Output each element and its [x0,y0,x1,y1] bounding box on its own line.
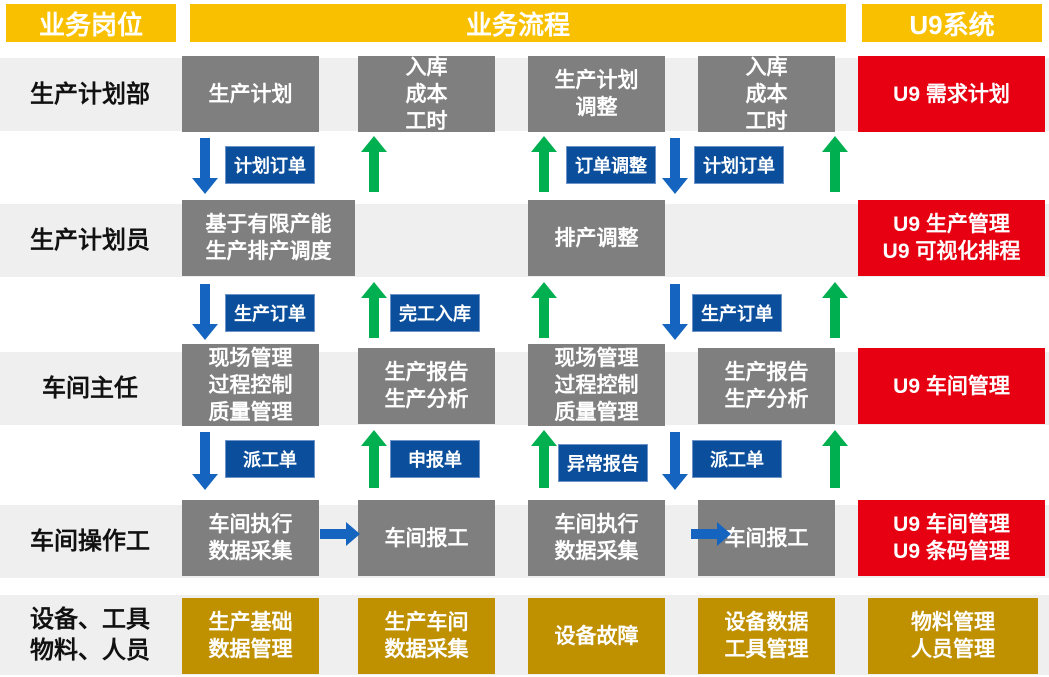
process-box: 生产报告 生产分析 [698,348,835,424]
arrow-down-icon [662,432,688,490]
arrow-up-icon [531,430,557,488]
arrow-up-icon [361,430,387,488]
system-box: U9 车间管理 U9 条码管理 [858,500,1045,576]
arrow-right-icon [320,522,360,546]
arrow-down-icon [662,284,688,340]
process-box: 入库 成本 工时 [698,56,835,133]
process-box: 车间执行 数据采集 [528,500,665,576]
role-resources: 设备、工具 物料、人员 [30,606,150,664]
arrow-down-icon [662,138,688,194]
process-box: 生产计划 [182,56,319,132]
process-box: 基于有限产能 生产排产调度 [182,200,355,276]
process-box: 排产调整 [528,200,665,276]
header-system: U9系统 [862,4,1042,42]
arrow-down-icon [192,138,218,194]
arrow-up-icon [531,282,557,338]
system-box: U9 车间管理 [858,348,1045,424]
header-process: 业务流程 [190,4,846,42]
arrow-up-icon [822,136,848,192]
process-box: 现场管理 过程控制 质量管理 [528,344,665,426]
role-operator: 车间操作工 [30,528,150,555]
role-planner: 生产计划员 [30,227,150,254]
flow-label: 生产订单 [225,294,315,332]
process-box: 入库 成本 工时 [358,56,495,133]
resource-box: 物料管理 人员管理 [868,598,1038,674]
process-box: 车间报工 [358,500,495,576]
system-box: U9 需求计划 [858,56,1045,132]
flow-label: 派工单 [692,440,782,478]
role-planning-dept: 生产计划部 [30,81,150,108]
flow-label: 计划订单 [694,146,784,184]
process-box: 现场管理 过程控制 质量管理 [182,344,319,426]
resource-box: 设备故障 [528,598,665,674]
flow-label: 完工入库 [390,294,480,332]
arrow-up-icon [531,136,557,192]
arrow-down-icon [192,284,218,340]
arrow-up-icon [361,282,387,338]
header-roles: 业务岗位 [6,4,176,42]
flow-label: 计划订单 [225,146,315,184]
flow-label: 派工单 [225,440,315,478]
role-workshop-head: 车间主任 [42,375,138,402]
flow-label: 订单调整 [566,146,656,184]
flow-label: 生产订单 [692,294,782,332]
process-box: 车间执行 数据采集 [182,500,319,576]
resource-box: 生产车间 数据采集 [358,598,495,674]
arrow-up-icon [822,282,848,338]
arrow-up-icon [361,136,387,192]
resource-box: 生产基础 数据管理 [182,598,319,674]
system-box: U9 生产管理 U9 可视化排程 [858,200,1045,276]
arrow-right-icon [691,522,731,546]
process-box: 生产报告 生产分析 [358,348,495,424]
flow-label: 异常报告 [558,444,648,482]
flow-label: 申报单 [390,440,480,478]
arrow-down-icon [192,432,218,490]
resource-box: 设备数据 工具管理 [698,598,835,674]
arrow-up-icon [822,430,848,488]
process-box: 生产计划 调整 [528,56,665,132]
